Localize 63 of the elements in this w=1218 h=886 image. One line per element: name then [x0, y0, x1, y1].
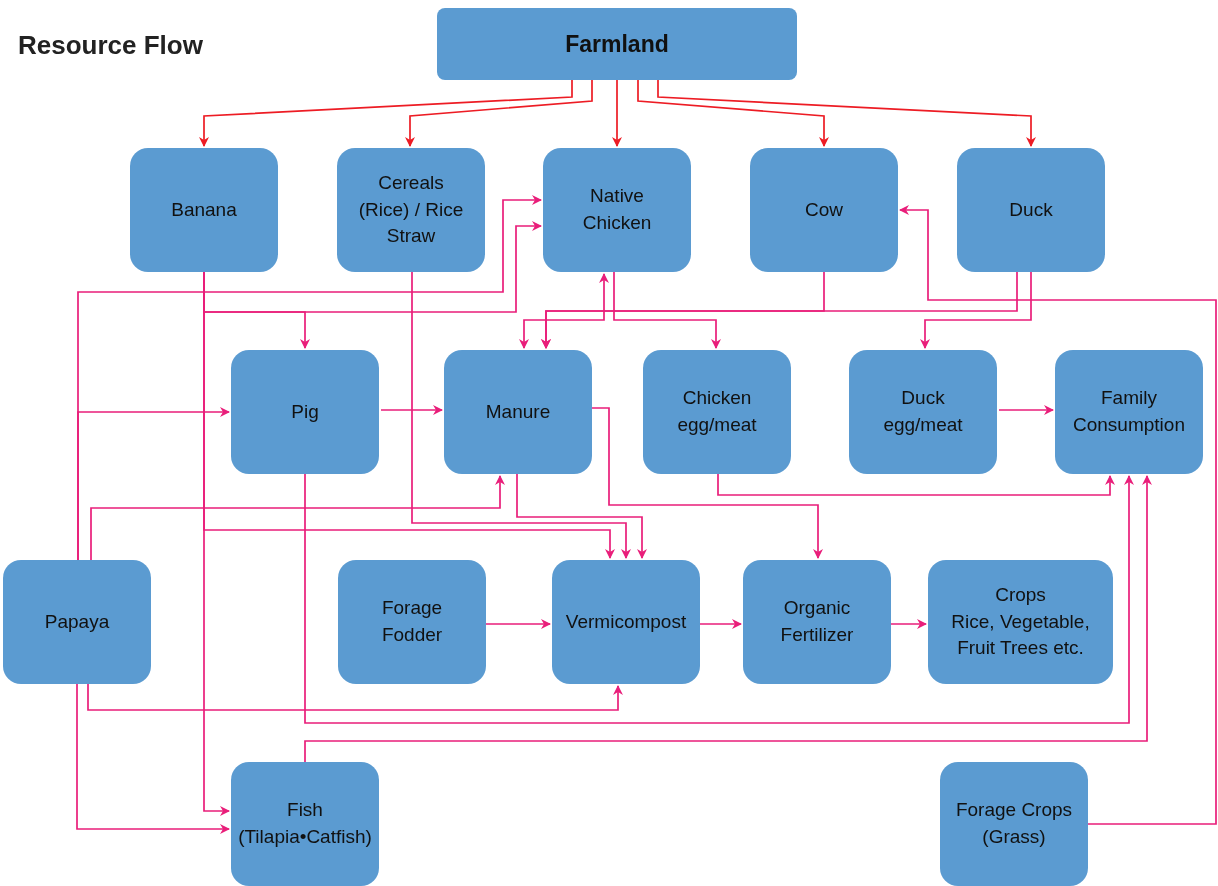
arrow	[304, 473, 1134, 724]
process-box	[849, 350, 997, 474]
process-box	[3, 560, 151, 684]
arrow	[541, 271, 1018, 349]
arrow	[899, 205, 1217, 825]
arrow	[199, 79, 573, 147]
node-label: Forage Fodder	[380, 596, 444, 647]
arrow	[591, 407, 823, 559]
arrow	[380, 405, 443, 415]
node-label: Organic Fertilizer	[779, 596, 855, 647]
arrow	[612, 79, 622, 147]
node-label: Rice, Vegetable, Fruit Trees etc.	[950, 609, 1091, 661]
arrow	[405, 79, 593, 147]
node-label: Vermicompost	[565, 609, 687, 634]
process-box	[928, 560, 1113, 684]
process-box	[231, 350, 379, 474]
node-label: Forage Crops (Grass)	[954, 798, 1074, 849]
arrow	[920, 271, 1032, 349]
process-box	[940, 762, 1088, 886]
process-box	[750, 148, 898, 272]
arrow	[411, 271, 631, 559]
arrow	[699, 619, 742, 629]
process-box	[643, 350, 791, 474]
process-box	[743, 560, 891, 684]
node-label: Family Consumption	[1072, 386, 1186, 437]
process-box	[1055, 350, 1203, 474]
node-label: Native Chicken	[581, 184, 653, 235]
arrow	[516, 473, 647, 559]
arrow	[613, 271, 721, 349]
node-label: Banana	[171, 197, 237, 222]
process-box	[552, 560, 700, 684]
arrow	[717, 473, 1115, 496]
node-label: Pig	[291, 399, 319, 424]
arrow	[637, 79, 829, 147]
node-label: Chicken egg/meat	[676, 386, 758, 437]
arrow	[90, 475, 505, 561]
process-box	[543, 148, 691, 272]
process-box	[437, 8, 797, 80]
node-label: Duck	[1009, 197, 1053, 222]
process-box	[130, 148, 278, 272]
node-label: Farmland	[565, 29, 669, 59]
node-label: Crops	[995, 582, 1046, 607]
arrow	[519, 273, 609, 349]
process-box	[337, 148, 485, 272]
arrow	[657, 79, 1036, 147]
arrow	[77, 407, 230, 561]
node-label: Duck egg/meat	[882, 386, 964, 437]
node-label: Cereals (Rice) / Rice Straw	[357, 170, 465, 249]
arrow	[998, 405, 1054, 415]
process-box	[444, 350, 592, 474]
arrow	[485, 619, 551, 629]
process-box	[231, 762, 379, 886]
node-label: Manure	[485, 399, 551, 424]
process-box	[338, 560, 486, 684]
node-label: Papaya	[44, 609, 110, 634]
node-label: Cow	[805, 197, 843, 222]
arrow	[304, 475, 1152, 763]
process-box	[957, 148, 1105, 272]
arrow	[87, 683, 623, 711]
node-label: Fish (Tilapia•Catfish)	[237, 798, 373, 849]
arrow	[890, 619, 927, 629]
arrow	[76, 683, 230, 834]
diagram-title: Resource Flow	[18, 30, 203, 61]
